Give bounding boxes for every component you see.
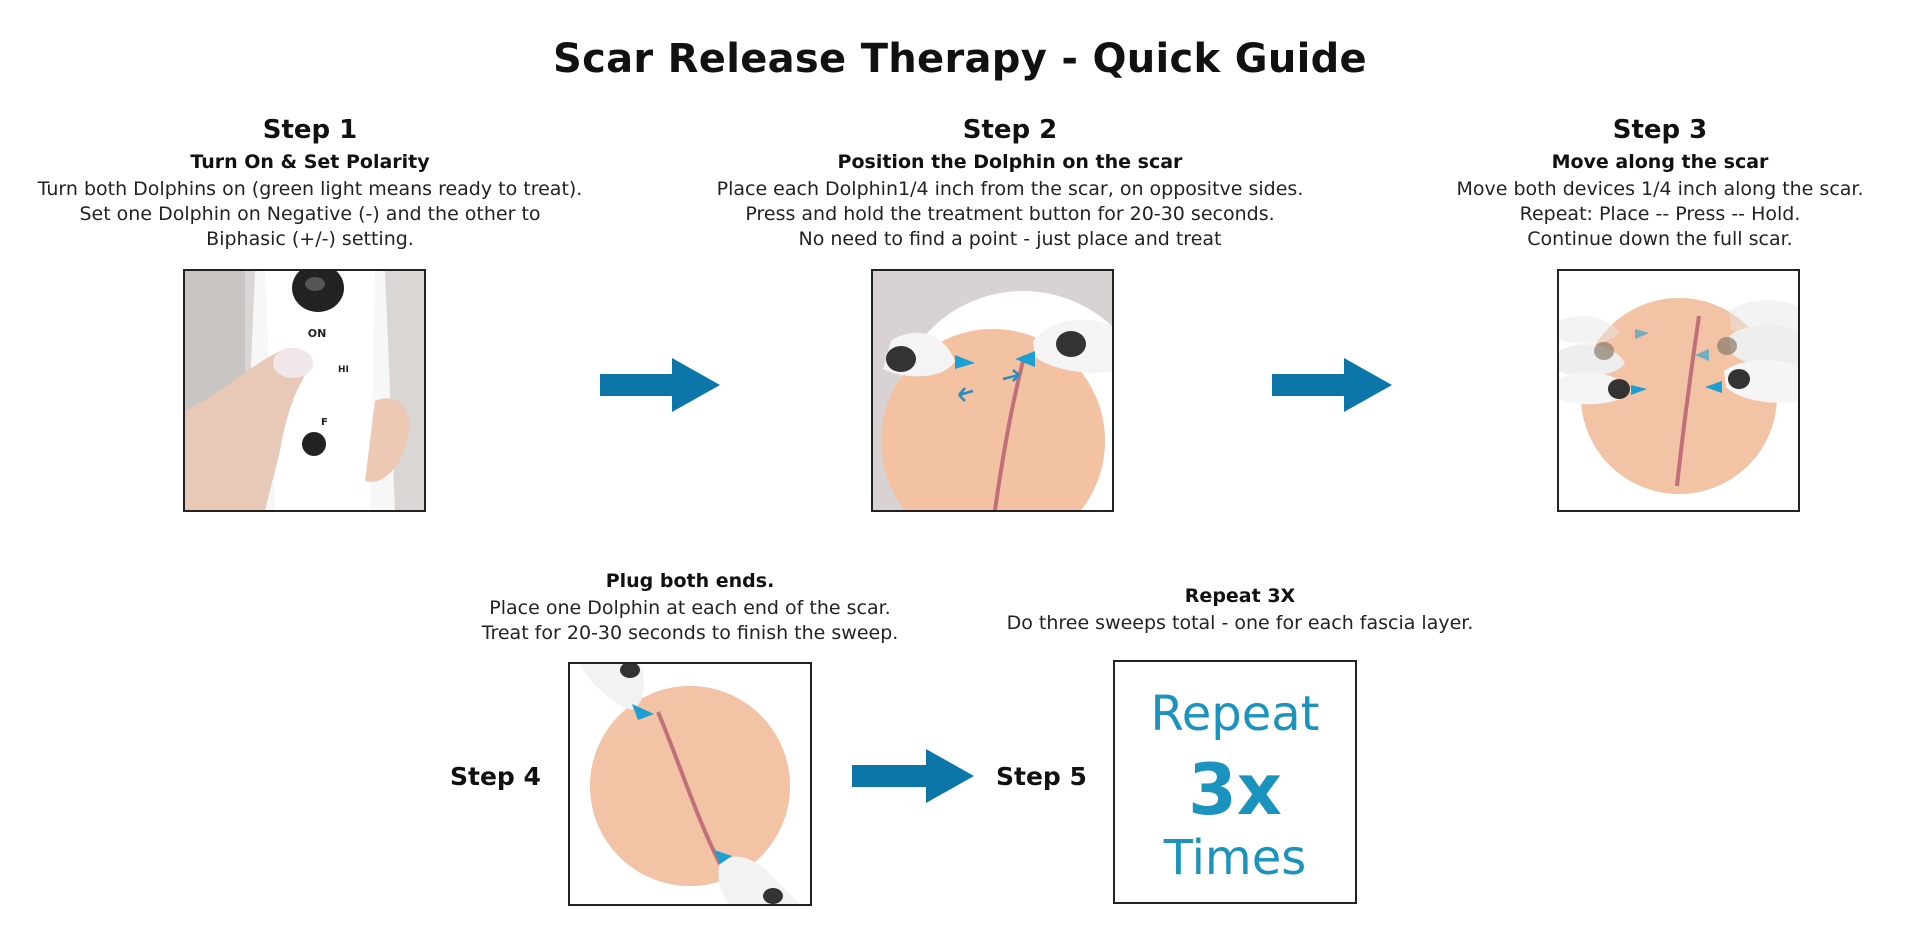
step2-line: Place each Dolphin1/4 inch from the scar… — [716, 178, 1304, 200]
step4-text: Plug both ends. Place one Dolphin at eac… — [440, 570, 940, 646]
step2-subtitle: Position the Dolphin on the scar — [837, 151, 1183, 173]
step3-photo — [1557, 269, 1800, 512]
off-label: F — [321, 417, 328, 428]
on-label: ON — [308, 327, 327, 340]
arrow-right-icon — [852, 749, 974, 803]
step1-heading: Step 1 — [262, 115, 358, 145]
repeat-times: Times — [1163, 830, 1307, 886]
step1-line: Turn both Dolphins on (green light means… — [37, 178, 583, 200]
step3-subtitle: Move along the scar — [1551, 151, 1769, 173]
repeat-count: 3x — [1188, 749, 1282, 831]
arrow-right-icon — [1272, 358, 1392, 412]
step5-heading: Step 5 — [996, 762, 1087, 791]
arrow-right-icon — [600, 358, 720, 412]
step1-line: Set one Dolphin on Negative (-) and the … — [79, 203, 541, 225]
step3-text: Step 3 Move along the scar Move both dev… — [1410, 115, 1910, 252]
step2-description: Place each Dolphin1/4 inch from the scar… — [690, 177, 1330, 252]
step3-line: Repeat: Place -- Press -- Hold. — [1519, 203, 1801, 225]
step3-line: Continue down the full scar. — [1527, 228, 1793, 250]
step4-subtitle: Plug both ends. — [605, 570, 775, 592]
step1-text: Step 1 Turn On & Set Polarity Turn both … — [10, 115, 610, 252]
step2-heading: Step 2 — [962, 115, 1058, 145]
step5-subtitle: Repeat 3X — [1184, 585, 1296, 607]
step2-text: Step 2 Position the Dolphin on the scar … — [690, 115, 1330, 252]
hi-label: HI — [338, 365, 349, 375]
step5-text: Repeat 3X Do three sweeps total - one fo… — [980, 585, 1500, 636]
repeat-word: Repeat — [1150, 686, 1320, 742]
step3-line: Move both devices 1/4 inch along the sca… — [1456, 178, 1864, 200]
page-title: Scar Release Therapy - Quick Guide — [553, 36, 1367, 82]
step3-description: Move both devices 1/4 inch along the sca… — [1410, 177, 1910, 252]
step4-description: Place one Dolphin at each end of the sca… — [440, 596, 940, 646]
step4-line: Place one Dolphin at each end of the sca… — [489, 597, 891, 619]
step3-heading: Step 3 — [1612, 115, 1708, 145]
step5-line: Do three sweeps total - one for each fas… — [1006, 612, 1474, 634]
step4-line: Treat for 20-30 seconds to finish the sw… — [481, 622, 899, 644]
step1-line: Biphasic (+/-) setting. — [206, 228, 414, 250]
step2-line: No need to find a point - just place and… — [798, 228, 1222, 250]
step4-photo — [568, 662, 812, 906]
step1-description: Turn both Dolphins on (green light means… — [10, 177, 610, 252]
step1-photo: ON HI F — [183, 269, 426, 512]
step4-heading: Step 4 — [450, 762, 541, 791]
step5-description: Do three sweeps total - one for each fas… — [980, 611, 1500, 636]
repeat-box: Repeat 3x Times — [1113, 660, 1357, 904]
step2-photo — [871, 269, 1114, 512]
step1-subtitle: Turn On & Set Polarity — [190, 151, 430, 173]
step2-line: Press and hold the treatment button for … — [745, 203, 1275, 225]
